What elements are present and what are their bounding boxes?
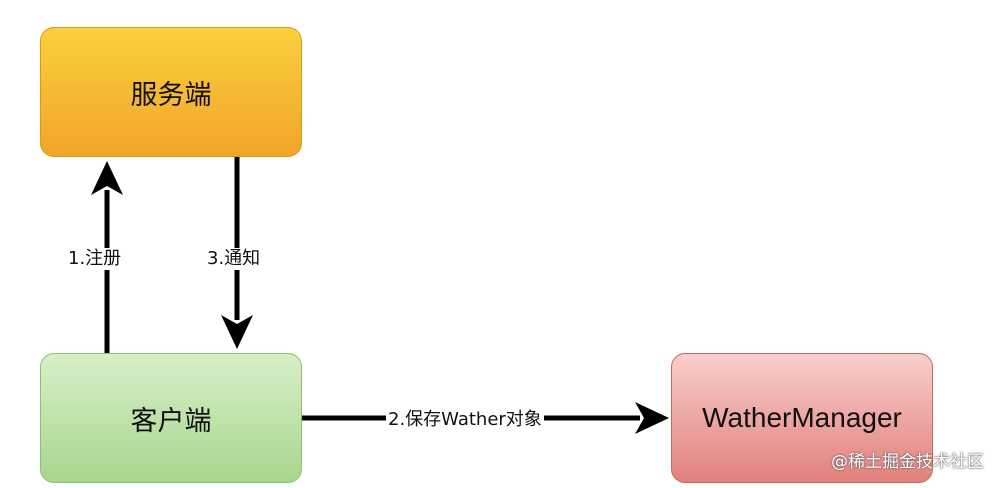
edge-save-label: 2.保存Wather对象	[386, 409, 544, 431]
wather-manager-node: WatherManager	[671, 353, 933, 483]
edge-notify-arrow	[221, 157, 253, 349]
client-node-label: 客户端	[130, 405, 212, 437]
edge-notify-label: 3.通知	[205, 248, 263, 270]
client-node: 客户端	[40, 353, 302, 483]
watermark: @稀土掘金技术社区	[831, 452, 984, 472]
edge-register-label: 1.注册	[66, 248, 124, 270]
server-node-label: 服务端	[130, 79, 212, 111]
edge-register-arrow	[91, 161, 123, 353]
wather-manager-node-label: WatherManager	[702, 402, 902, 433]
server-node: 服务端	[40, 27, 302, 157]
